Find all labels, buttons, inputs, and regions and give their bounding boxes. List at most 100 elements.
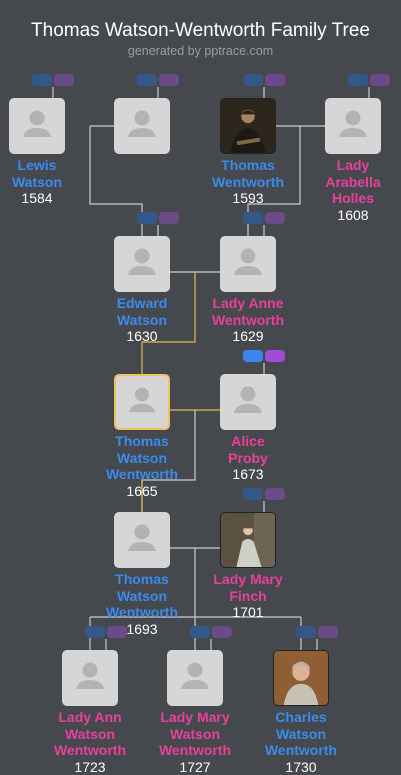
person-birth-year: 1608 bbox=[300, 207, 401, 224]
person-birth-year: 1673 bbox=[195, 466, 301, 483]
expand-paternal-button[interactable] bbox=[190, 626, 210, 638]
expand-maternal-button[interactable] bbox=[318, 626, 338, 638]
expand-maternal-button[interactable] bbox=[265, 350, 285, 362]
expand-paternal-button[interactable] bbox=[243, 212, 263, 224]
person-name-line: Proby bbox=[195, 450, 301, 467]
person-unknown-watson[interactable] bbox=[89, 98, 195, 154]
expand-maternal-button[interactable] bbox=[265, 212, 285, 224]
person-birth-year: 1727 bbox=[142, 759, 248, 775]
person-name-line: Watson bbox=[142, 726, 248, 743]
person-photo[interactable] bbox=[9, 98, 65, 154]
person-name-line: Wentworth bbox=[195, 174, 301, 191]
person-birth-year: 1584 bbox=[0, 190, 90, 207]
default-avatar-icon bbox=[114, 98, 170, 154]
expand-paternal-button[interactable] bbox=[243, 74, 263, 86]
person-photo[interactable] bbox=[220, 236, 276, 292]
person-name-line: Wentworth bbox=[142, 742, 248, 759]
expand-paternal-button[interactable] bbox=[243, 350, 263, 362]
expand-maternal-button[interactable] bbox=[54, 74, 74, 86]
expand-toggle[interactable] bbox=[348, 74, 390, 87]
expand-maternal-button[interactable] bbox=[265, 488, 285, 500]
expand-paternal-button[interactable] bbox=[137, 212, 157, 224]
expand-maternal-button[interactable] bbox=[265, 74, 285, 86]
portrait-photo-icon bbox=[221, 99, 275, 153]
person-photo[interactable] bbox=[114, 236, 170, 292]
default-avatar-icon bbox=[62, 650, 118, 706]
default-avatar-icon bbox=[220, 374, 276, 430]
person-name-line: Watson bbox=[89, 312, 195, 329]
person-photo[interactable] bbox=[273, 650, 329, 706]
person-name-line: Lady bbox=[300, 157, 401, 174]
person-birth-year: 1630 bbox=[89, 328, 195, 345]
person-name-line: Watson bbox=[37, 726, 143, 743]
person-photo[interactable] bbox=[114, 374, 170, 430]
expand-paternal-button[interactable] bbox=[296, 626, 316, 638]
default-avatar-icon bbox=[9, 98, 65, 154]
expand-toggle[interactable] bbox=[243, 488, 285, 501]
person-photo[interactable] bbox=[220, 374, 276, 430]
person-name-line: Thomas bbox=[89, 571, 195, 588]
person-birth-year: 1593 bbox=[195, 190, 301, 207]
expand-toggle[interactable] bbox=[85, 626, 127, 639]
expand-paternal-button[interactable] bbox=[137, 74, 157, 86]
expand-toggle[interactable] bbox=[296, 626, 338, 639]
expand-toggle[interactable] bbox=[137, 74, 179, 87]
expand-maternal-button[interactable] bbox=[159, 74, 179, 86]
default-avatar-icon bbox=[114, 236, 170, 292]
expand-paternal-button[interactable] bbox=[32, 74, 52, 86]
person-photo[interactable] bbox=[114, 512, 170, 568]
person-name-line: Finch bbox=[195, 588, 301, 605]
expand-paternal-button[interactable] bbox=[85, 626, 105, 638]
expand-toggle[interactable] bbox=[137, 212, 179, 225]
person-name-line: Holles bbox=[300, 190, 401, 207]
expand-toggle[interactable] bbox=[243, 212, 285, 225]
person-name-line: Watson bbox=[0, 174, 90, 191]
person-name-line: Thomas bbox=[195, 157, 301, 174]
person-name-line: Lewis bbox=[0, 157, 90, 174]
expand-toggle[interactable] bbox=[190, 626, 232, 639]
expand-maternal-button[interactable] bbox=[159, 212, 179, 224]
person-photo[interactable] bbox=[114, 98, 170, 154]
default-avatar-icon bbox=[116, 376, 168, 428]
default-avatar-icon bbox=[167, 650, 223, 706]
person-name-line: Alice bbox=[195, 433, 301, 450]
expand-maternal-button[interactable] bbox=[212, 626, 232, 638]
person-birth-year: 1665 bbox=[89, 483, 195, 500]
expand-toggle[interactable] bbox=[243, 74, 285, 87]
person-photo[interactable] bbox=[220, 98, 276, 154]
expand-paternal-button[interactable] bbox=[243, 488, 263, 500]
person-photo[interactable] bbox=[220, 512, 276, 568]
expand-maternal-button[interactable] bbox=[107, 626, 127, 638]
person-photo[interactable] bbox=[167, 650, 223, 706]
expand-paternal-button[interactable] bbox=[348, 74, 368, 86]
expand-toggle[interactable] bbox=[243, 350, 285, 363]
person-photo[interactable] bbox=[325, 98, 381, 154]
person-photo[interactable] bbox=[62, 650, 118, 706]
expand-maternal-button[interactable] bbox=[370, 74, 390, 86]
expand-toggle[interactable] bbox=[32, 74, 74, 87]
